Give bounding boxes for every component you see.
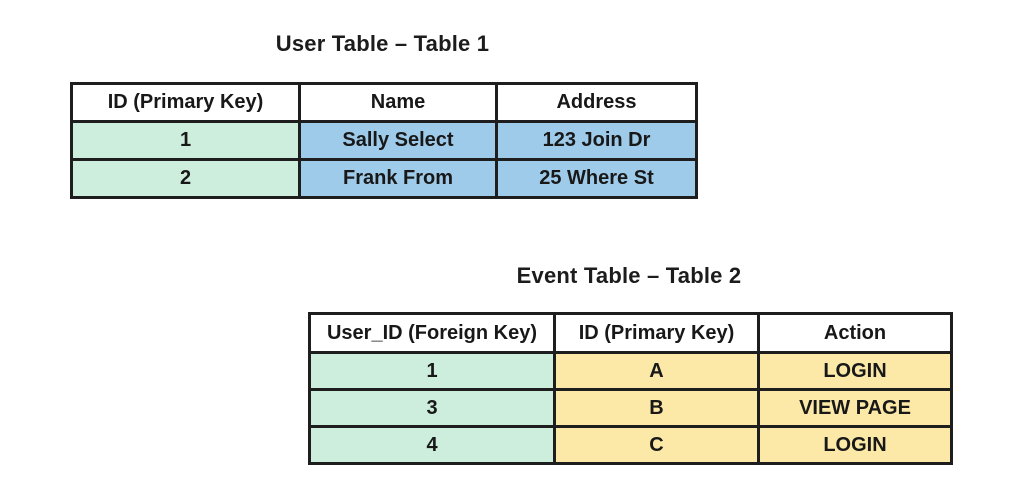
event-user-id-cell: 1 [308, 351, 556, 391]
user-table: ID (Primary Key) Name Address 1 Sally Se… [70, 82, 698, 199]
event-table-header-action: Action [757, 312, 953, 354]
event-user-id-cell: 3 [308, 388, 556, 428]
user-address-cell: 25 Where St [495, 158, 698, 199]
event-user-id-cell: 4 [308, 425, 556, 465]
user-name-cell: Frank From [298, 158, 498, 199]
event-table-header-user-id: User_ID (Foreign Key) [308, 312, 556, 354]
event-table-title: Event Table – Table 2 [516, 263, 742, 288]
event-action-cell: LOGIN [757, 425, 953, 465]
user-table-row: 2 Frank From 25 Where St [70, 158, 698, 199]
event-id-cell: B [553, 388, 760, 428]
event-action-cell: LOGIN [757, 351, 953, 391]
event-table: User_ID (Foreign Key) ID (Primary Key) A… [308, 312, 953, 465]
event-table-row: 3 B VIEW PAGE [308, 388, 953, 428]
user-table-title: User Table – Table 1 [275, 31, 490, 56]
user-name-cell: Sally Select [298, 120, 498, 161]
event-table-row: 1 A LOGIN [308, 351, 953, 391]
event-action-cell: VIEW PAGE [757, 388, 953, 428]
event-table-header-row: User_ID (Foreign Key) ID (Primary Key) A… [308, 312, 953, 354]
user-id-cell: 1 [70, 120, 301, 161]
event-table-header-id: ID (Primary Key) [553, 312, 760, 354]
user-address-cell: 123 Join Dr [495, 120, 698, 161]
user-table-header-id: ID (Primary Key) [70, 82, 301, 123]
event-id-cell: C [553, 425, 760, 465]
user-table-header-row: ID (Primary Key) Name Address [70, 82, 698, 123]
user-id-cell: 2 [70, 158, 301, 199]
user-table-header-address: Address [495, 82, 698, 123]
event-table-row: 4 C LOGIN [308, 425, 953, 465]
user-table-header-name: Name [298, 82, 498, 123]
event-id-cell: A [553, 351, 760, 391]
user-table-row: 1 Sally Select 123 Join Dr [70, 120, 698, 161]
